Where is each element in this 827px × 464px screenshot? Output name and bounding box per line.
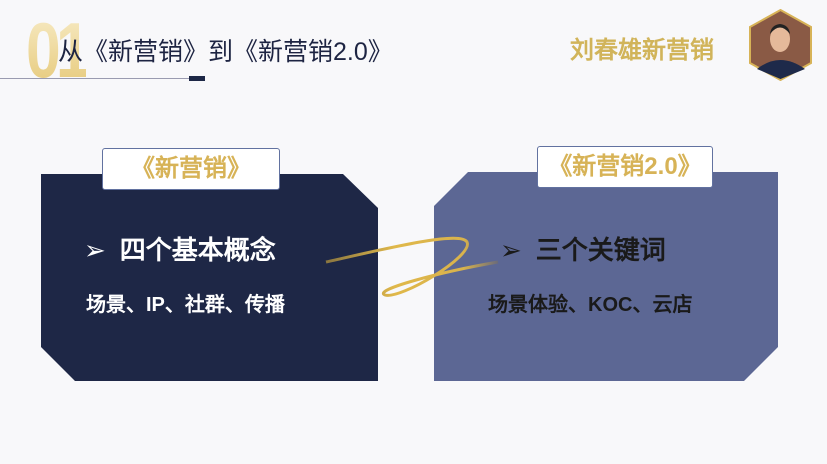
- right-panel-label: 《新营销2.0》: [537, 146, 713, 188]
- divider: [0, 78, 190, 79]
- concept-panel-right: [434, 172, 778, 381]
- right-heading: 三个关键词: [535, 235, 666, 265]
- brand-name: 刘春雄新营销: [570, 37, 714, 64]
- right-detail: 场景体验、KOC、云店: [488, 294, 693, 316]
- author-avatar: [749, 9, 812, 81]
- concept-panel-left: [41, 174, 378, 381]
- section-number: 01: [26, 6, 91, 94]
- divider-marker: [189, 76, 205, 81]
- left-panel-label: 《新营销》: [102, 148, 280, 190]
- left-detail: 场景、IP、社群、传播: [86, 294, 285, 316]
- arrow-icon: ➢: [500, 235, 522, 265]
- left-heading: 四个基本概念: [119, 235, 276, 265]
- arrow-icon: ➢: [84, 235, 106, 265]
- page-title: 从《新营销》到《新营销2.0》: [58, 38, 393, 66]
